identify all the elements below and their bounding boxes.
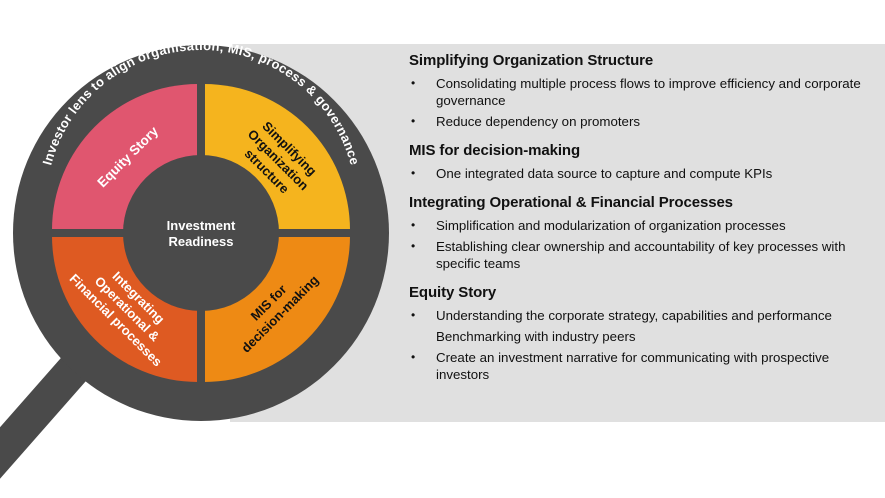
section-title: Integrating Operational & Financial Proc… <box>409 194 733 211</box>
section-title: MIS for decision-making <box>409 142 581 159</box>
bullet-item: Understanding the corporate strategy, ca… <box>409 307 881 324</box>
bullet-list: Understanding the corporate strategy, ca… <box>409 307 881 383</box>
bullet-item: Consolidating multiple process flows to … <box>409 75 881 109</box>
center-label-line2: Readiness <box>168 234 233 249</box>
bullet-list: One integrated data source to capture an… <box>409 165 881 182</box>
section-integrating: Integrating Operational & Financial Proc… <box>409 194 881 272</box>
bullet-item: Simplification and modularization of org… <box>409 217 881 234</box>
section-equity-story: Equity Story Understanding the corporate… <box>409 284 881 383</box>
description-area: Simplifying Organization Structure Conso… <box>409 52 881 395</box>
bullet-list: Simplification and modularization of org… <box>409 217 881 272</box>
investor-lens-diagram: Investment Readiness Investor lens to al… <box>0 38 389 479</box>
bullet-list: Consolidating multiple process flows to … <box>409 75 881 130</box>
section-simplifying: Simplifying Organization Structure Conso… <box>409 52 881 130</box>
bullet-item: Establishing clear ownership and account… <box>409 238 881 272</box>
section-title: Simplifying Organization Structure <box>409 52 654 69</box>
center-circle <box>123 155 279 311</box>
section-title: Equity Story <box>409 284 497 301</box>
bullet-item: Create an investment narrative for commu… <box>409 349 881 383</box>
bullet-item: Benchmarking with industry peers <box>436 329 636 344</box>
bullet-item: Reduce dependency on promoters <box>409 113 881 130</box>
bullet-item: One integrated data source to capture an… <box>409 165 881 182</box>
section-mis: MIS for decision-making One integrated d… <box>409 142 881 182</box>
center-label-line1: Investment <box>167 218 236 233</box>
